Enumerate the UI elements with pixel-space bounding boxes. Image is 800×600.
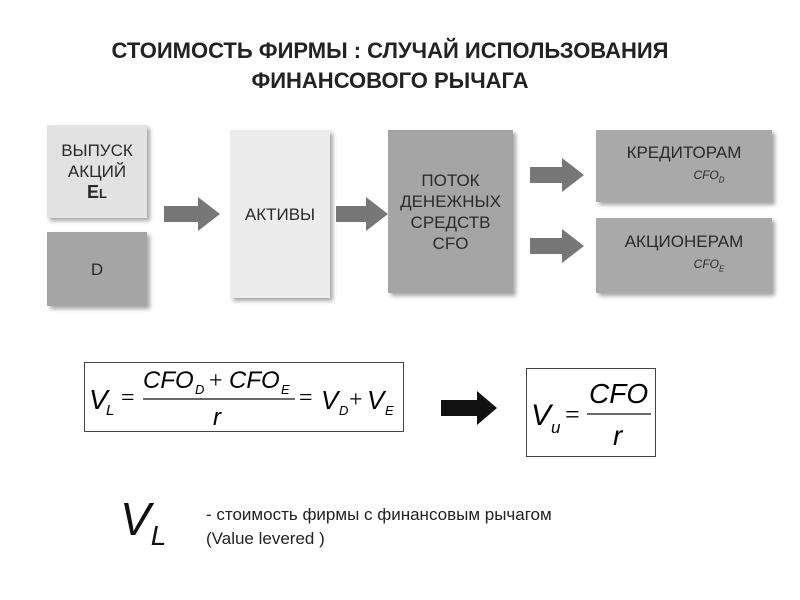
equity-symbol-sub: L: [99, 185, 107, 201]
cfo-e-subscript: E: [281, 382, 290, 397]
cash-flow-line-1: ПОТОК: [421, 170, 480, 190]
cash-flow-line-4: CFO: [432, 233, 469, 253]
arrow-right-icon: [336, 197, 388, 231]
shareholders-cfo-main: CFO: [693, 257, 719, 272]
cfo-d-subscript: D: [195, 382, 204, 397]
legend-symbol-main: V: [120, 493, 151, 545]
cash-flow-box: ПОТОК ДЕНЕЖНЫХ СРЕДСТВ CFO: [388, 130, 513, 293]
equals-sign: =: [121, 385, 135, 411]
levered-formula: V L = CFO D + CFO E r = V D + V E: [89, 367, 394, 431]
vl-symbol: V: [89, 384, 110, 415]
cash-flow-line-3: СРЕДСТВ: [410, 212, 491, 232]
legend-symbol: VL: [120, 492, 166, 552]
share-issue-line-1: ВЫПУСК: [61, 140, 133, 160]
creditors-cfo-sub: D: [718, 175, 725, 185]
ve-subscript: E: [385, 403, 394, 418]
arrow-right-icon: [530, 229, 584, 263]
equity-symbol-main: E: [87, 181, 100, 202]
shareholders-box: АКЦИОНЕРАМ CFOE: [596, 218, 772, 293]
vu-subscript: u: [551, 418, 561, 437]
share-issue-box: ВЫПУСК АКЦИЙ EL: [47, 125, 147, 218]
legend-symbol-sub: L: [150, 520, 167, 552]
cfo-d-symbol: CFO: [143, 367, 194, 394]
creditors-cfo: CFOD: [693, 165, 724, 190]
plus-sign: +: [209, 368, 223, 394]
r-symbol-u: r: [613, 420, 624, 451]
cash-flow-line-2: ДЕНЕЖНЫХ: [400, 191, 501, 211]
equity-symbol: EL: [87, 182, 107, 204]
vu-symbol: V: [531, 399, 554, 432]
legend-line-2: (Value levered ): [206, 529, 325, 548]
page-title: СТОИМОСТЬ ФИРМЫ : СЛУЧАЙ ИСПОЛЬЗОВАНИЯ Ф…: [60, 36, 720, 96]
cfo-e-symbol: CFO: [229, 367, 280, 394]
unlevered-formula: V u = CFO r: [531, 378, 651, 451]
legend-line-1: - стоимость фирмы с финансовым рычагом: [206, 505, 552, 524]
title-line-2: ФИНАНСОВОГО РЫЧАГА: [251, 68, 529, 93]
vd-subscript: D: [339, 403, 348, 418]
arrow-right-icon: [530, 158, 584, 192]
creditors-cfo-main: CFO: [693, 167, 719, 182]
share-issue-line-2: АКЦИЙ: [67, 161, 127, 181]
vd-symbol: V: [321, 385, 341, 415]
creditors-box: КРЕДИТОРАМ CFOD: [596, 130, 772, 202]
creditors-label: КРЕДИТОРАМ: [626, 142, 742, 162]
debt-box: D: [47, 232, 147, 306]
debt-label: D: [90, 259, 104, 279]
equals-sign-u: =: [565, 400, 580, 429]
vl-subscript: L: [106, 402, 114, 419]
r-symbol: r: [213, 404, 222, 431]
assets-label: АКТИВЫ: [244, 204, 316, 224]
legend-text: - стоимость фирмы с финансовым рычагом (…: [206, 503, 552, 551]
shareholders-label: АКЦИОНЕРАМ: [624, 232, 744, 252]
plus-sign-2: +: [349, 387, 363, 413]
levered-formula-box: V L = CFO D + CFO E r = V D + V E: [84, 362, 404, 432]
ve-symbol: V: [367, 385, 387, 415]
cfo-symbol: CFO: [589, 378, 648, 409]
equals-sign-2: =: [299, 385, 313, 411]
shareholders-cfo: CFOE: [694, 254, 725, 279]
arrow-right-icon: [441, 391, 497, 425]
shareholders-cfo-sub: E: [719, 264, 725, 274]
arrow-right-icon: [164, 197, 220, 231]
assets-box: АКТИВЫ: [230, 130, 330, 298]
unlevered-formula-box: V u = CFO r: [526, 368, 656, 457]
title-line-1: СТОИМОСТЬ ФИРМЫ : СЛУЧАЙ ИСПОЛЬЗОВАНИЯ: [111, 38, 669, 63]
